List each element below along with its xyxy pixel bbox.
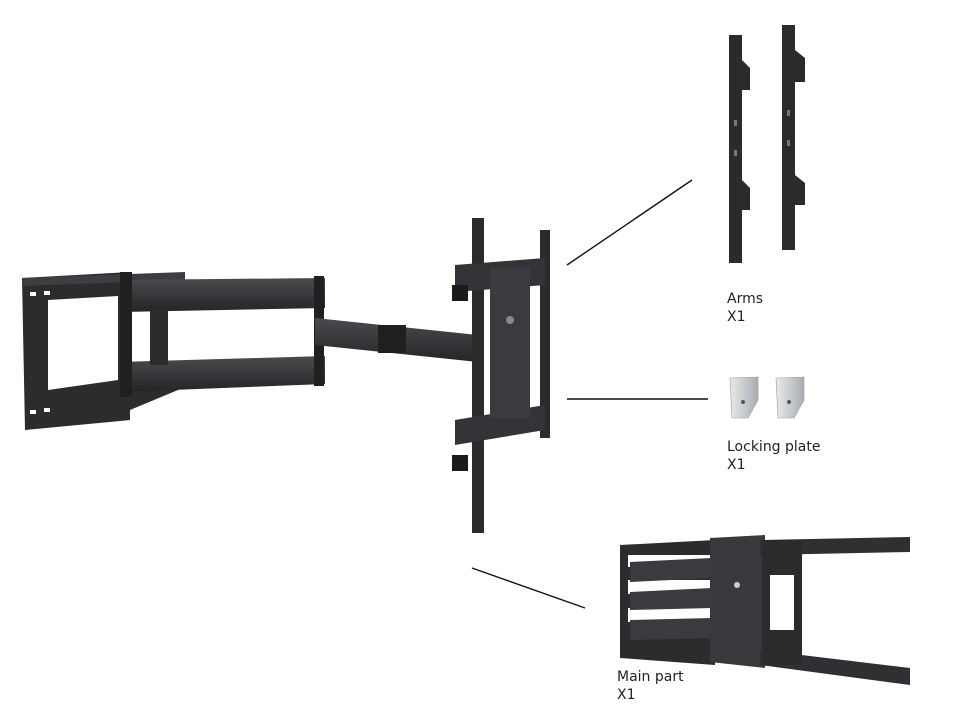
part-name: Arms (727, 291, 764, 307)
part-name: Locking plate (727, 439, 821, 455)
part-label-locking-plate: Locking plate X1 (727, 438, 820, 474)
part-quantity: X1 (617, 687, 636, 703)
part-quantity: X1 (727, 457, 746, 473)
main-part-image (620, 535, 910, 685)
part-quantity: X1 (727, 309, 746, 325)
arms-part-image (729, 25, 805, 263)
leader-lines (471, 179, 708, 609)
part-label-main-part: Main part X1 (617, 668, 684, 704)
part-label-arms: Arms X1 (727, 290, 763, 326)
wall-plate (22, 272, 190, 430)
extension-arms (120, 272, 478, 397)
locking-plate-image (729, 376, 805, 419)
leader-line-arms (566, 179, 693, 266)
assembled-mount (22, 218, 550, 533)
part-name: Main part (617, 669, 684, 685)
tv-bracket (452, 218, 550, 533)
leader-line-main-part (471, 567, 586, 609)
